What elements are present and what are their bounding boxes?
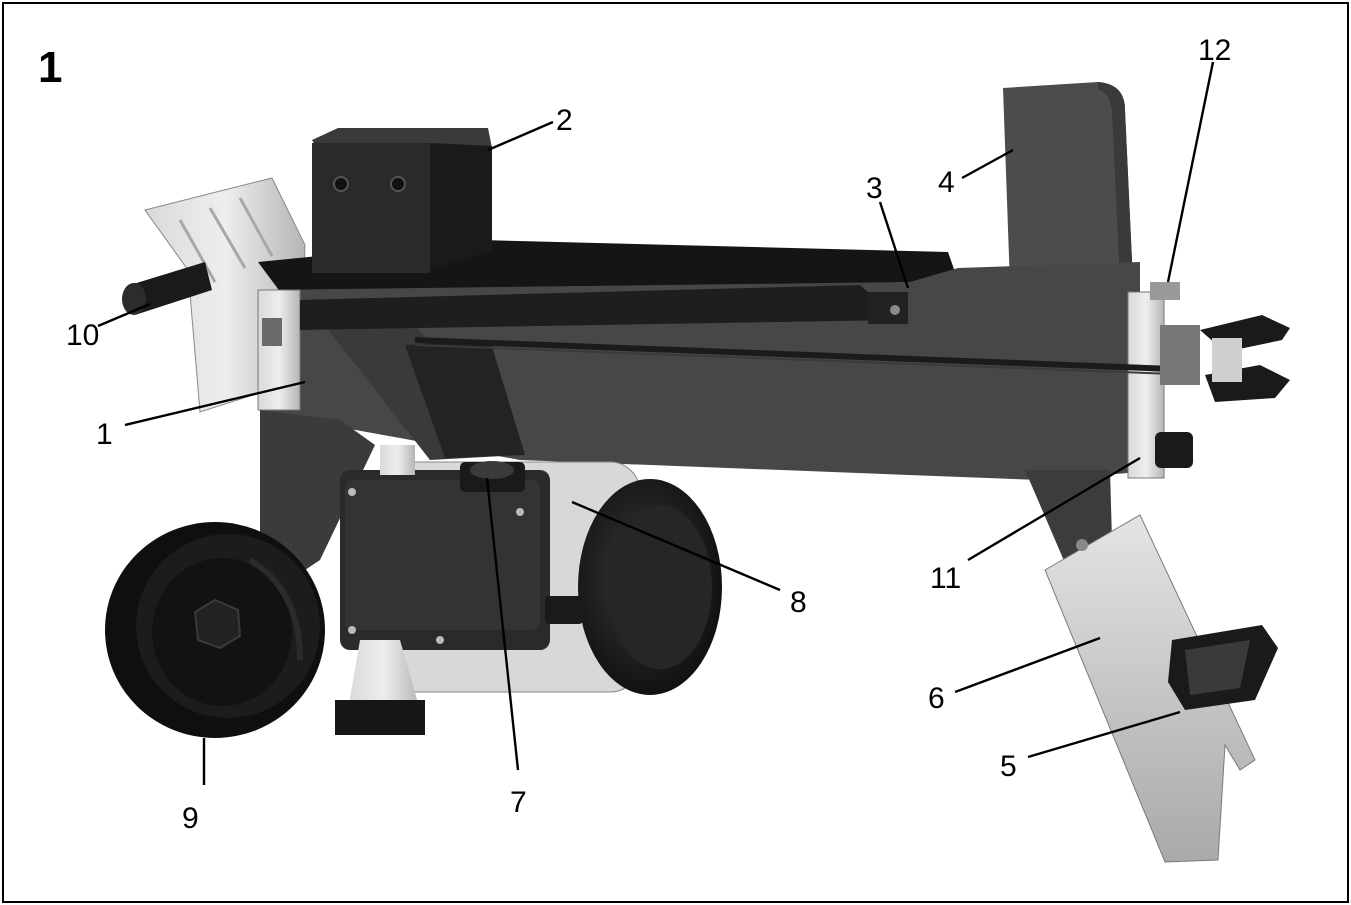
- callout-3: 3: [866, 172, 883, 205]
- leader-2: [487, 120, 554, 152]
- leader-8: [571, 500, 781, 592]
- callout-5: 5: [1000, 750, 1017, 783]
- leader-4: [961, 148, 1014, 180]
- callout-12: 12: [1198, 34, 1231, 67]
- callout-8: 8: [790, 586, 807, 619]
- leader-1: [124, 380, 306, 427]
- leader-7: [485, 477, 520, 771]
- leader-11: [967, 456, 1141, 562]
- leader-10: [97, 302, 151, 328]
- splitting-wedge: [1003, 82, 1133, 285]
- callout-labels: 1 2 3 4 5 6 7 8 9 10 11 12: [66, 34, 1231, 835]
- rear-leg: [1025, 470, 1278, 863]
- callout-6: 6: [928, 682, 945, 715]
- log-splitter-illustration: [105, 82, 1290, 863]
- callout-11: 11: [930, 562, 961, 595]
- push-plate: [312, 128, 492, 273]
- control-lever: [1150, 282, 1290, 402]
- callout-9: 9: [182, 802, 199, 835]
- callout-4: 4: [938, 166, 955, 199]
- callout-leaders: [97, 61, 1215, 785]
- leader-3: [878, 201, 910, 289]
- electric-motor: [335, 445, 722, 735]
- leader-5: [1027, 710, 1181, 759]
- leader-6: [954, 636, 1101, 694]
- leader-12: [1166, 61, 1215, 283]
- machine-body: [257, 262, 1201, 480]
- figure-number: 1: [38, 43, 62, 92]
- callout-1: 1: [96, 418, 113, 451]
- callout-10: 10: [66, 319, 99, 352]
- callout-7: 7: [510, 786, 527, 819]
- callout-2: 2: [556, 104, 573, 137]
- wheel: [105, 522, 325, 738]
